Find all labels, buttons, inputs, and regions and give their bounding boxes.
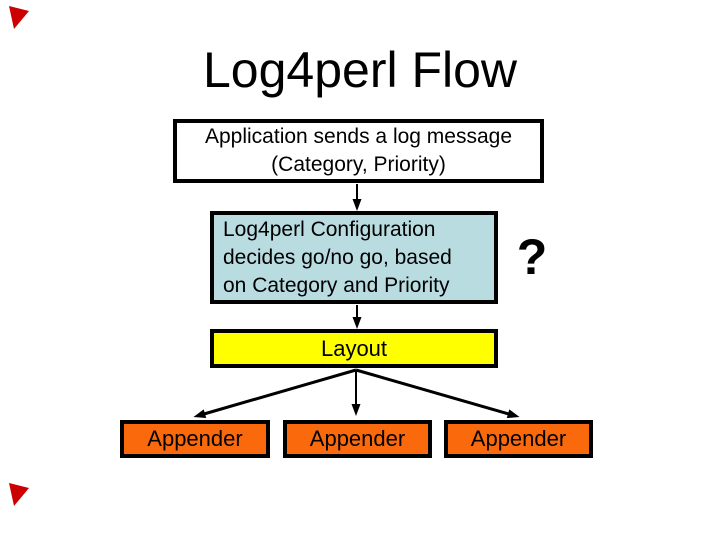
application-box: Application sends a log message (Categor… bbox=[173, 119, 544, 183]
appender-box-3: Appender bbox=[444, 420, 593, 458]
slide-title: Log4perl Flow bbox=[202, 42, 518, 98]
layout-box: Layout bbox=[210, 329, 498, 368]
arrow-layout-to-appender-3 bbox=[355, 368, 520, 419]
corner-decoration-top-left-icon bbox=[9, 6, 29, 29]
corner-decoration-bottom-left-icon bbox=[9, 483, 29, 506]
configuration-box: Log4perl Configuration decides go/no go,… bbox=[210, 211, 498, 304]
configuration-box-line3: on Category and Priority bbox=[223, 274, 450, 297]
application-box-line1: Application sends a log message bbox=[204, 125, 513, 148]
application-box-line2: (Category, Priority) bbox=[271, 153, 446, 176]
configuration-box-line2: decides go/no go, based bbox=[223, 246, 452, 269]
appender-box-2: Appender bbox=[283, 420, 432, 458]
configuration-box-line1: Log4perl Configuration bbox=[223, 218, 436, 241]
arrow-layout-to-appender-1 bbox=[193, 368, 357, 419]
appender-box-1: Appender bbox=[120, 420, 270, 458]
question-mark: ? bbox=[516, 229, 548, 285]
